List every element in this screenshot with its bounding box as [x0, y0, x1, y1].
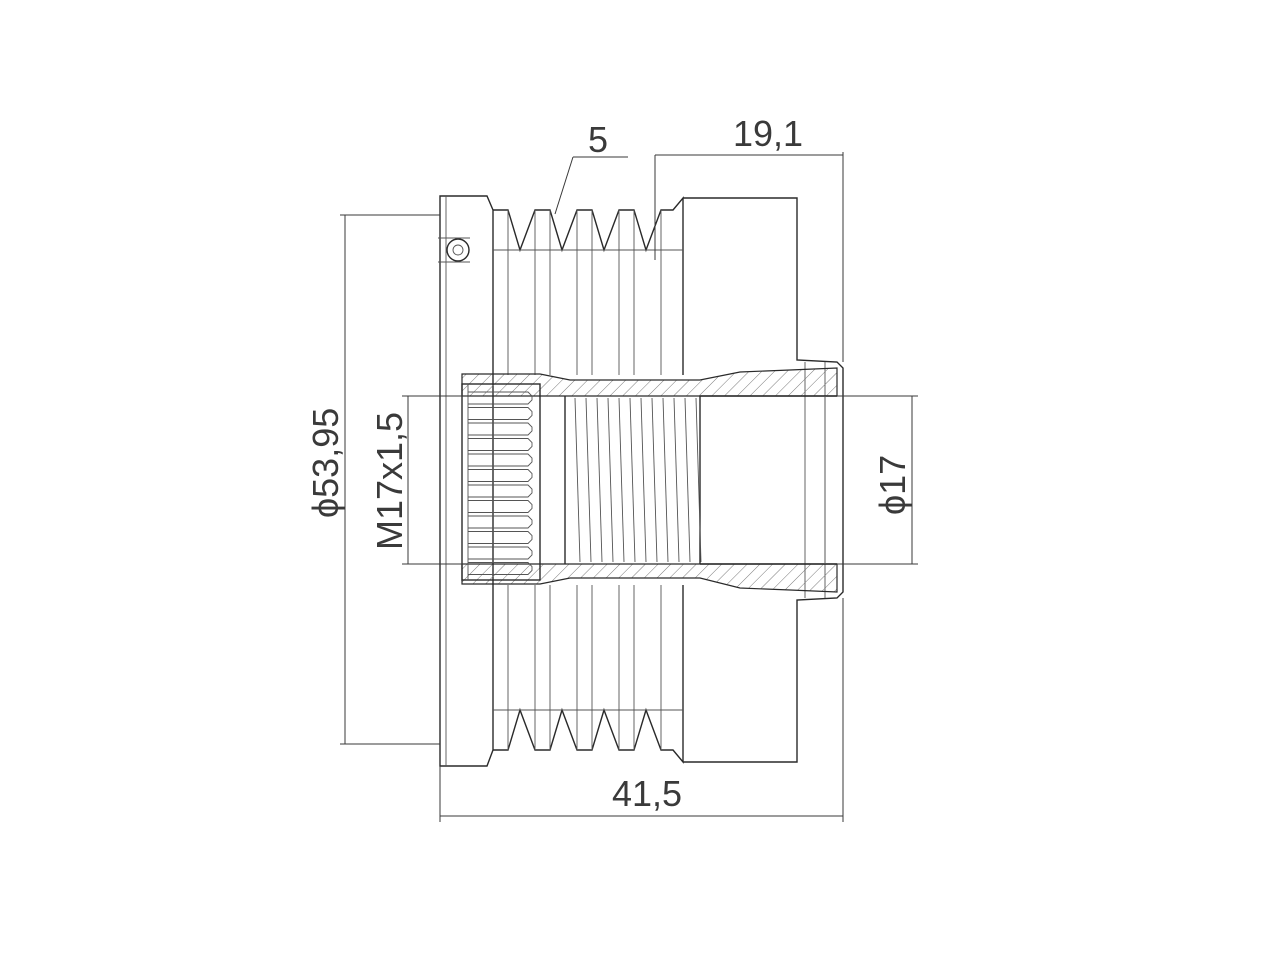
- thread-line: [574, 397, 581, 563]
- dim-total-length-label: 41,5: [612, 773, 682, 814]
- spline-tooth: [468, 438, 533, 451]
- thread-line: [640, 397, 647, 563]
- hub-section: [461, 367, 838, 593]
- spline-tooth: [468, 407, 533, 420]
- dim-right-width: 19,1: [654, 113, 844, 362]
- thread-line: [695, 397, 702, 563]
- grooves-bottom: [493, 585, 684, 764]
- grooves-top: [493, 196, 684, 375]
- dim-outer-diameter: ϕ53,95: [305, 214, 440, 745]
- thread-line: [585, 397, 592, 563]
- spline-tooth: [468, 484, 533, 498]
- groove-ribs: [507, 210, 662, 750]
- spline-tooth: [468, 469, 533, 482]
- dim-right-width-label: 19,1: [733, 113, 803, 154]
- thread-line: [662, 397, 669, 563]
- thread-region: [564, 396, 702, 564]
- spline-tooth: [468, 515, 533, 529]
- dim-total-length: 41,5: [439, 598, 844, 822]
- dim-bore-diameter: ϕ17: [837, 395, 918, 565]
- dim-thread: M17x1,5: [369, 395, 468, 565]
- dim-bore-diameter-label: ϕ17: [872, 455, 913, 515]
- dim-outer-diameter-label: ϕ53,95: [305, 408, 346, 518]
- thread-line: [607, 397, 614, 563]
- spline-tooth: [468, 422, 533, 436]
- dim-groove-count-label: 5: [588, 119, 608, 160]
- spline-tooth: [468, 531, 533, 544]
- right-section: [683, 197, 844, 763]
- thread-line: [629, 397, 636, 563]
- dim-groove-count: 5: [554, 119, 628, 215]
- thread-line: [618, 397, 625, 563]
- thread-line: [673, 397, 680, 563]
- spline-tooth: [468, 391, 533, 405]
- thread-line: [651, 397, 658, 563]
- spline-tooth: [468, 453, 533, 467]
- thread-line: [596, 397, 603, 563]
- spline-tooth: [468, 562, 533, 575]
- spline-tooth: [468, 546, 533, 560]
- spline-region: [461, 383, 541, 581]
- spline-tooth: [468, 500, 533, 513]
- left-flange: [438, 195, 494, 767]
- dim-thread-label: M17x1,5: [369, 412, 410, 550]
- thread-line: [684, 397, 691, 563]
